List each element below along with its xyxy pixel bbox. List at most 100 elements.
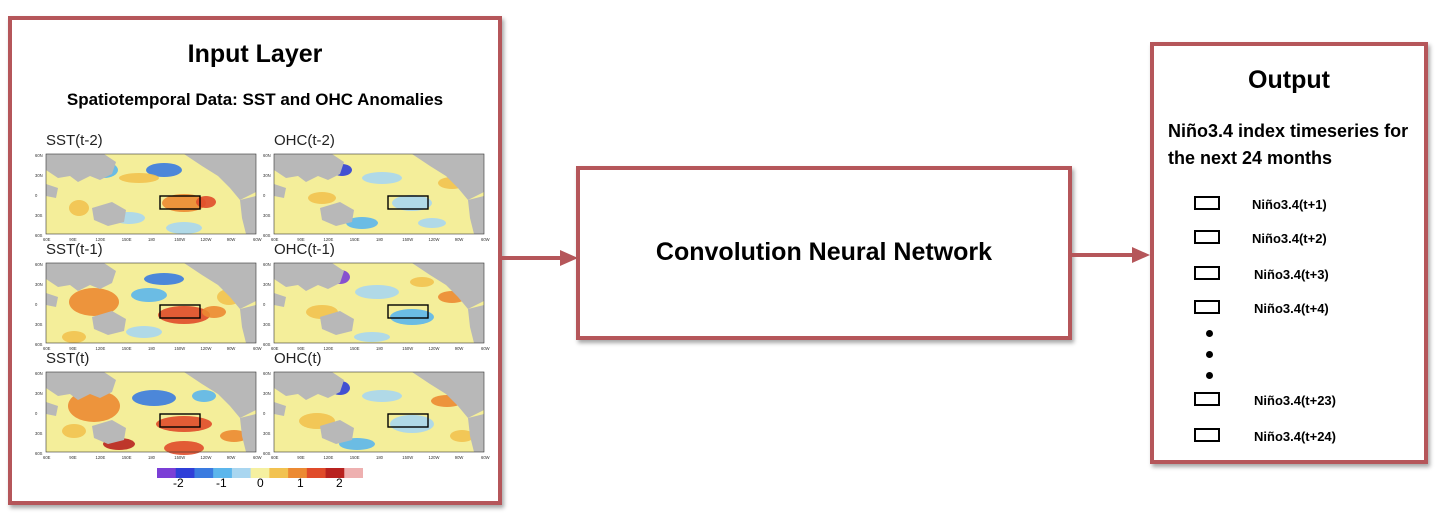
land-south-america [468,196,484,234]
colorbar-tick-neg1: -1 [216,476,227,490]
cnn-box: Convolution Neural Network [576,166,1072,340]
lon-tick-label: 120E [96,237,106,242]
land-africa-edge [46,184,58,198]
lon-tick-label: 150W [402,237,413,242]
input-layer-subtitle: Spatiotemporal Data: SST and OHC Anomali… [66,90,444,109]
land-africa-edge [46,402,58,416]
land-americas [184,372,256,418]
ellipsis-dot-1 [1206,330,1213,337]
lon-tick-label: 120W [201,237,212,242]
output-node-1 [1194,196,1220,210]
output-box: Output Niño3.4 index timeseries for the … [1150,42,1428,464]
anomaly-patch [164,441,204,455]
anomaly-patch [69,200,89,216]
output-node-4 [1194,300,1220,314]
lon-tick-label: 150W [402,455,413,460]
land-australia [92,202,126,226]
lon-tick-label: 150W [174,237,185,242]
land-americas [412,154,484,200]
output-label-2: Niño3.4(t+2) [1252,231,1327,246]
lon-tick-label: 120E [324,237,334,242]
ellipsis-dot-3 [1206,372,1213,379]
lat-tick-label: 30S [35,213,43,218]
lon-tick-label: 180 [148,455,156,460]
cnn-label: Convolution Neural Network [655,238,993,266]
lat-tick-label: 60S [35,233,43,238]
colorbar [157,468,363,478]
colorbar-swatch [213,468,233,478]
lon-tick-label: 150W [402,346,413,351]
nino34-box [387,304,429,319]
output-label-4: Niño3.4(t+4) [1254,301,1329,316]
anomaly-patch [450,430,474,442]
lon-tick-label: 60W [481,455,490,460]
land-africa-edge [274,402,286,416]
lon-tick-label: 90W [227,346,236,351]
output-description: Niño3.4 index timeseries for the next 24… [1168,121,1409,168]
lon-tick-label: 150E [122,346,132,351]
nino34-box [159,304,201,319]
colorbar-swatch [306,468,326,478]
lon-tick-label: 120W [201,346,212,351]
land-africa-edge [274,293,286,307]
lat-tick-label: 30S [263,431,271,436]
map-frame [45,371,257,453]
anomaly-patch [202,306,226,318]
anomaly-patch [131,288,167,302]
lon-tick-label: 60E [271,455,279,460]
land-south-america [240,305,256,343]
map-frame [45,153,257,235]
map-label-ohc-t-1: OHC(t-1) [274,241,335,258]
lon-tick-label: 60E [271,346,279,351]
anomaly-patch [126,326,162,338]
lon-tick-label: 90W [227,237,236,242]
lon-tick-label: 150E [350,237,360,242]
nino34-box [159,195,201,210]
anomaly-patch [390,309,434,325]
land-americas [184,263,256,309]
anomaly-patch [392,195,432,211]
land-south-america [468,305,484,343]
lat-tick-label: 60N [263,153,271,158]
colorbar-tick-2: 2 [336,476,343,490]
lon-tick-label: 60W [253,237,262,242]
lon-tick-label: 60E [43,346,51,351]
land-americas [412,263,484,309]
lat-tick-label: 60S [35,451,43,456]
anomaly-patch [162,194,206,212]
anomaly-patch [410,277,434,287]
lon-tick-label: 90E [297,455,305,460]
lat-tick-label: 30N [263,391,271,396]
output-node-23 [1194,392,1220,406]
lon-tick-label: 120E [96,346,106,351]
lon-tick-label: 90E [297,237,305,242]
anomaly-patch [119,173,159,183]
map-label-sst-t: SST(t) [46,350,90,367]
colorbar-tick-neg2: -2 [173,476,184,490]
arrow-cnn-to-output [1072,247,1150,263]
map-label-ohc-t-2: OHC(t-2) [274,132,335,149]
lat-tick-label: 60S [263,233,271,238]
lon-tick-label: 180 [376,455,384,460]
map-frame [273,262,485,344]
lat-tick-label: 30N [263,173,271,178]
colorbar-swatch [288,468,308,478]
anomaly-patch [196,196,216,208]
output-label-3: Niño3.4(t+3) [1254,267,1329,282]
output-label-1: Niño3.4(t+1) [1252,197,1327,212]
anomaly-patch [354,332,390,342]
lat-tick-label: 60N [35,262,43,267]
lat-tick-label: 0 [263,302,266,307]
anomaly-patch [192,390,216,402]
land-africa-edge [274,184,286,198]
land-asia [274,154,344,182]
lon-tick-label: 150E [350,455,360,460]
land-americas [412,372,484,418]
land-asia [46,372,116,400]
lon-tick-label: 120E [96,455,106,460]
lon-tick-label: 60W [253,346,262,351]
lon-tick-label: 90W [455,346,464,351]
lat-tick-label: 0 [35,193,38,198]
